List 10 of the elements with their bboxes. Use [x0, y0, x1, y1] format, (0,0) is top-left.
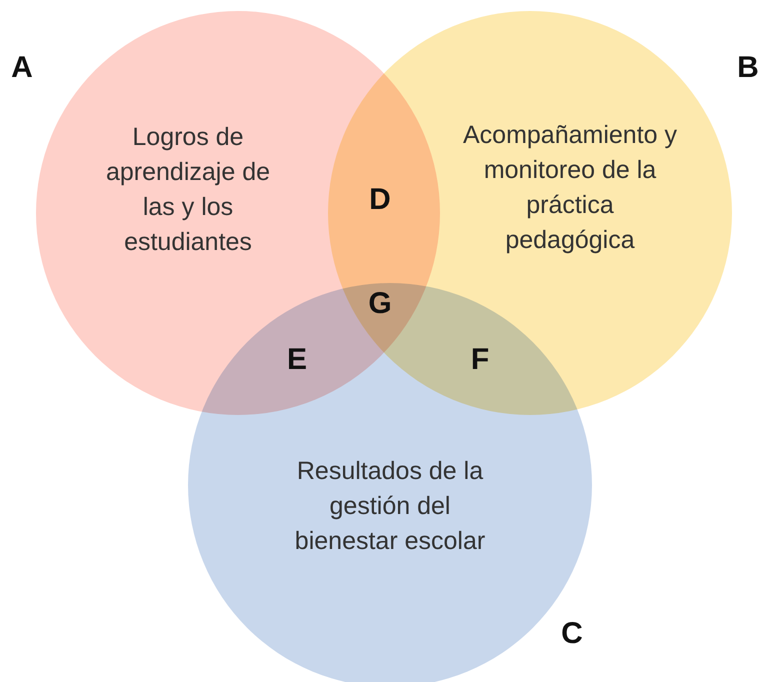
region-letter: F: [470, 344, 490, 376]
circle-label: Acompañamiento y monitoreo de la práctica pedagógica: [462, 120, 678, 256]
region-letter: C: [561, 618, 583, 650]
circle-label: Resultados de la gestión del bienestar escolar: [294, 456, 486, 557]
region-letter: A: [11, 52, 33, 84]
region-letter: B: [737, 52, 758, 84]
region-letter: D: [369, 184, 391, 216]
region-letter: G: [368, 288, 392, 320]
circle-label: Logros de aprendizaje de las y los estudiantes: [104, 122, 271, 258]
region-letter: E: [287, 344, 307, 376]
